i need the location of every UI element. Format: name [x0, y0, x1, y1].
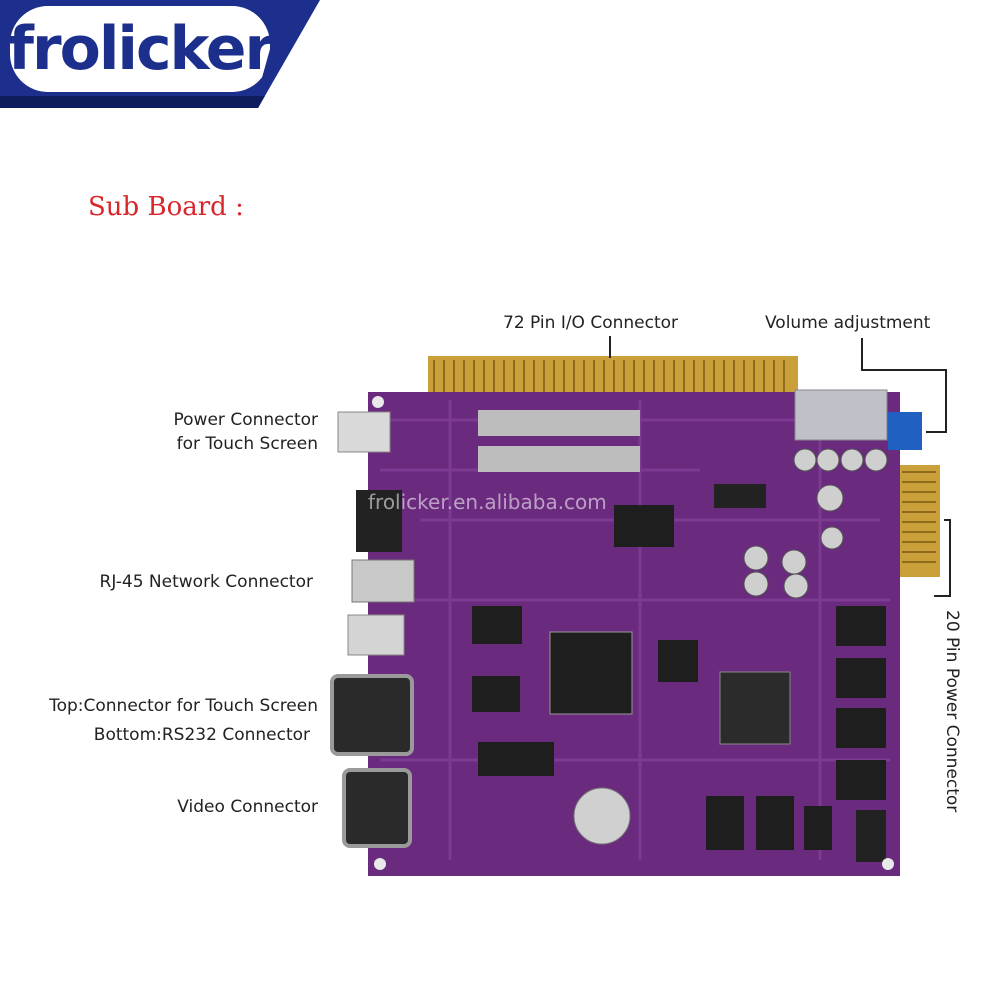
capacitor — [793, 448, 817, 472]
power-touch-connector-part — [337, 411, 391, 453]
capacitor — [840, 448, 864, 472]
header-part — [356, 490, 402, 552]
chip — [614, 505, 674, 547]
label-touch-rs232-1: Top:Connector for Touch Screen — [49, 696, 318, 716]
label-touch-rs232-2: Bottom:RS232 Connector — [93, 725, 310, 745]
pin-header-1 — [478, 410, 640, 436]
capacitor — [743, 545, 769, 571]
capacitor — [864, 448, 888, 472]
label-power-touch-2: for Touch Screen — [176, 434, 318, 454]
cpu-chip — [549, 631, 633, 715]
mounting-hole — [372, 396, 384, 408]
chip — [472, 606, 522, 644]
label-io-connector: 72 Pin I/O Connector — [503, 313, 679, 333]
chip — [804, 806, 832, 850]
chip — [658, 640, 698, 682]
header-part — [856, 810, 886, 862]
battery-part — [573, 787, 631, 845]
header-part — [714, 484, 766, 508]
logo: frolicker — [7, 6, 274, 92]
capacitor — [816, 484, 844, 512]
memory-chip — [836, 658, 886, 698]
memory-chip — [836, 708, 886, 748]
section-title: Sub Board : — [88, 192, 244, 222]
capacitor — [820, 526, 844, 550]
mounting-hole — [374, 858, 386, 870]
capacitor — [783, 573, 809, 599]
memory-chip — [836, 760, 886, 800]
chip — [706, 796, 744, 850]
power-edge-connector — [898, 465, 940, 577]
leader-lines — [609, 336, 951, 597]
chip — [756, 796, 794, 850]
label-volume: Volume adjustment — [765, 313, 931, 333]
chip — [478, 742, 554, 776]
capacitor — [743, 571, 769, 597]
power-edge-fingers — [902, 471, 936, 563]
pin-header-2 — [478, 446, 640, 472]
volume-pot-part — [888, 412, 922, 450]
io-edge-fingers — [433, 360, 785, 398]
capacitor — [781, 549, 807, 575]
db9-top-part — [330, 674, 414, 756]
memory-chip — [836, 606, 886, 646]
capacitor — [816, 448, 840, 472]
label-power20: 20 Pin Power Connector — [942, 610, 962, 813]
label-rj45: RJ-45 Network Connector — [99, 572, 313, 592]
bga-chip — [719, 671, 791, 745]
label-power-touch-1: Power Connector — [173, 410, 318, 430]
label-video: Video Connector — [177, 797, 318, 817]
mounting-hole — [882, 858, 894, 870]
db9-bottom-part — [342, 768, 412, 848]
chip — [472, 676, 520, 712]
rj45-part — [351, 559, 415, 603]
heatsink-part — [794, 389, 888, 441]
watermark: frolicker.en.alibaba.com — [368, 490, 607, 514]
logo-text: frolicker — [7, 14, 274, 84]
usb-part — [347, 614, 405, 656]
